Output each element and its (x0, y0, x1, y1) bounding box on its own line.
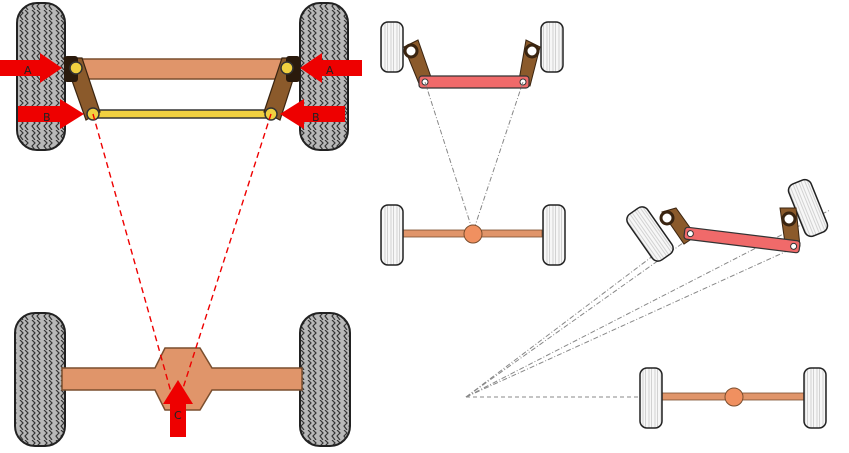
rear-axle-housing (61, 347, 303, 411)
force-arrow-b-right: B (280, 99, 345, 129)
convergence-line-right (175, 113, 272, 411)
p2-front-right-wheel (540, 21, 564, 73)
force-arrow-b-left: B (18, 99, 84, 129)
tie-rod (91, 109, 273, 119)
convergence-line-left (92, 113, 177, 411)
force-b-label-left: B (43, 111, 51, 124)
p2-front-left-wheel (380, 21, 404, 73)
rear-right-tire (299, 312, 351, 447)
p2-tie-rod (418, 75, 530, 89)
force-a-label-right: A (326, 64, 334, 77)
panel-turning (465, 178, 831, 429)
rear-left-tire (14, 312, 66, 447)
p3-front-left-wheel (626, 206, 674, 262)
force-a-label-left: A (24, 64, 32, 77)
p2-kingpin-right (524, 43, 540, 59)
panel-forces: A A B B C (0, 2, 362, 447)
p2-differential (463, 224, 483, 244)
front-axle-beam (71, 58, 289, 80)
p2-rear-left-wheel (380, 204, 404, 266)
force-c-label: C (174, 409, 182, 422)
p2-kingpin-left (403, 43, 419, 59)
p2-rear-right-wheel (542, 204, 566, 266)
force-b-label-right: B (312, 111, 320, 124)
front-right-tire (299, 2, 349, 151)
p3-kingpin-right (781, 211, 797, 227)
panel-straight (380, 21, 566, 266)
force-arrow-a-right: A (300, 53, 362, 83)
kingpin-left (69, 61, 83, 75)
p3-rear-right-wheel (803, 367, 827, 429)
force-arrow-c: C (163, 380, 193, 437)
p3-kingpin-left (659, 210, 675, 226)
p3-rear-left-wheel (639, 367, 663, 429)
p3-differential (724, 387, 744, 407)
p3-tie-rod (683, 226, 801, 254)
force-arrow-a-left: A (0, 53, 62, 83)
kingpin-right (280, 61, 294, 75)
